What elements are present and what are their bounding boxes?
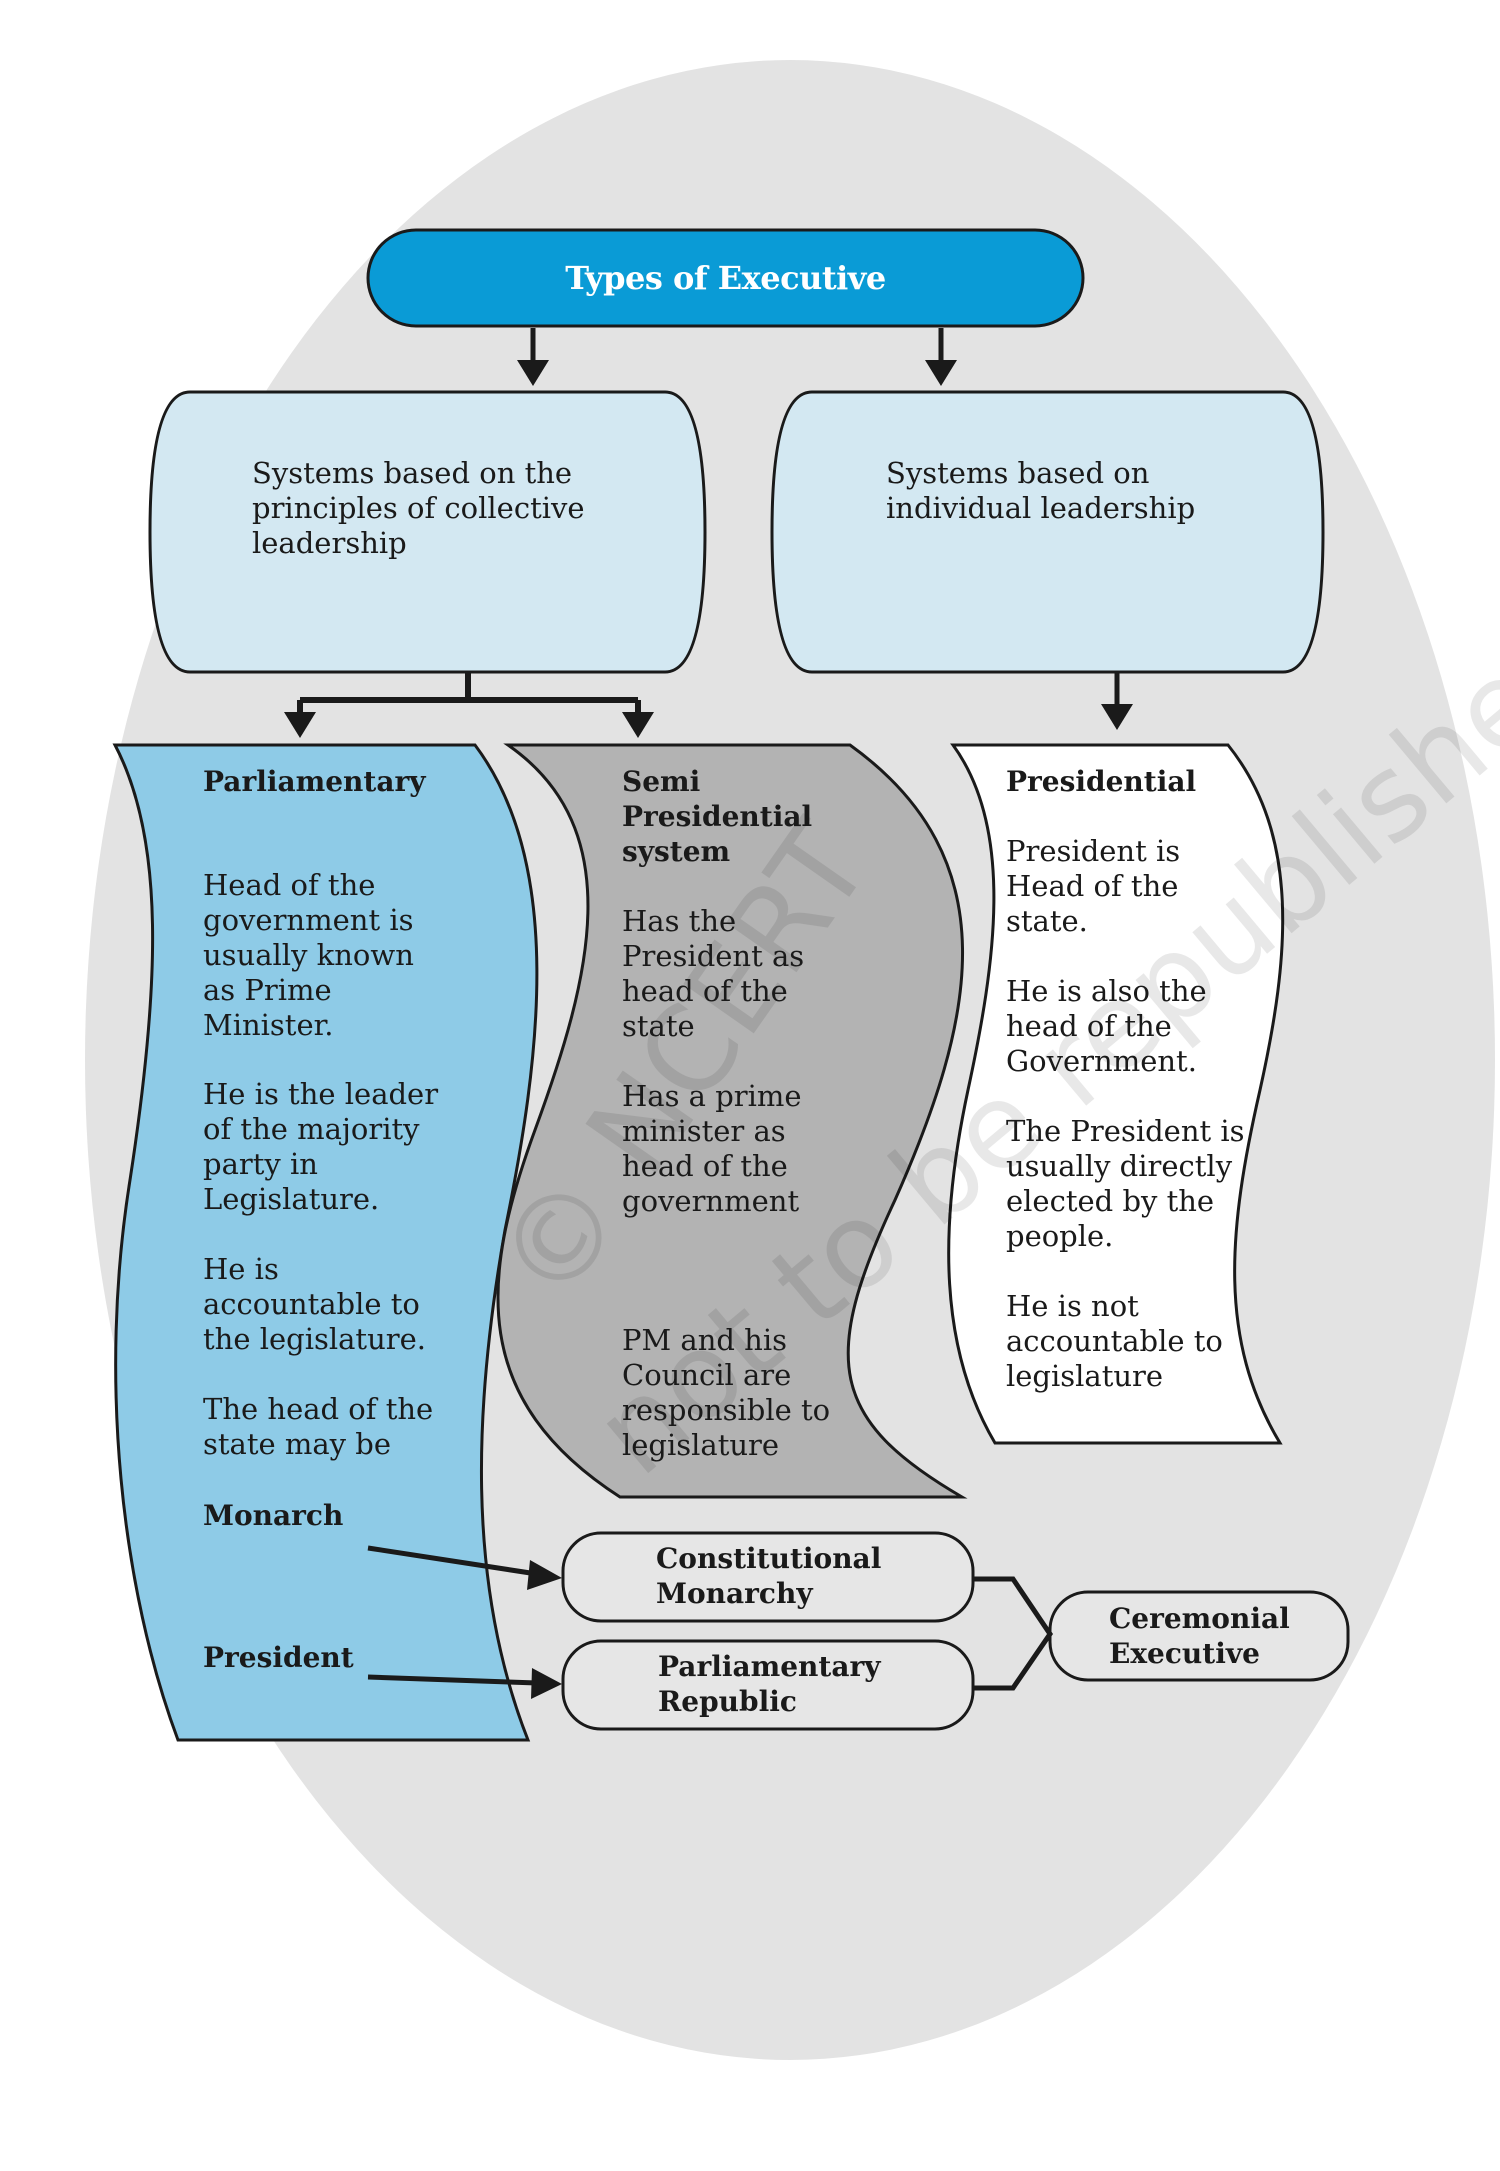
parliamentary-republic-label: Parliamentary Republic bbox=[658, 1650, 881, 1718]
constitutional-monarchy-label: Constitutional Monarchy bbox=[656, 1542, 882, 1610]
presidential-point-3: The President is usually directly electe… bbox=[1006, 1114, 1245, 1253]
collective-leadership-box bbox=[148, 390, 707, 674]
parliamentary-panel bbox=[112, 743, 539, 1742]
parliamentary-heading: Parliamentary bbox=[203, 765, 426, 798]
semi-presidential-point-2: Has a prime minister as head of the gove… bbox=[622, 1079, 802, 1218]
title-box bbox=[366, 228, 1085, 328]
arrowhead-title-to-individual bbox=[925, 360, 957, 386]
arrowhead-to-presidential bbox=[1101, 704, 1133, 730]
bracket-to-ceremonial-executive bbox=[973, 1576, 1054, 1691]
parliamentary-point-2: He is the leader of the majority party i… bbox=[203, 1077, 439, 1216]
presidential-point-2: He is also the head of the Government. bbox=[1006, 974, 1207, 1078]
connector-collective-split bbox=[297, 672, 641, 720]
parliamentary-point-4: The head of the state may be bbox=[203, 1392, 434, 1461]
presidential-panel bbox=[947, 743, 1285, 1445]
presidential-point-1: President is Head of the state. bbox=[1006, 834, 1181, 938]
arrowhead-title-to-collective bbox=[517, 360, 549, 386]
arrow-president-to-parliamentary-republic bbox=[367, 1674, 538, 1686]
semi-presidential-point-3: PM and his Council are responsible to le… bbox=[622, 1323, 831, 1462]
arrowhead-parliamentary-republic bbox=[531, 1668, 562, 1699]
diagram-title: Types of Executive bbox=[565, 259, 886, 297]
monarch-label: Monarch bbox=[203, 1499, 344, 1532]
arrowhead-to-semi-presidential bbox=[622, 712, 654, 738]
collective-leadership-label: Systems based on the principles of colle… bbox=[252, 456, 585, 560]
president-label: President bbox=[203, 1641, 354, 1674]
presidential-heading: Presidential bbox=[1006, 765, 1197, 798]
semi-presidential-point-1: Has the President as head of the state bbox=[622, 904, 805, 1043]
left-page-edge bbox=[0, 0, 72, 2171]
semi-presidential-panel bbox=[496, 743, 968, 1499]
arrowhead-constitutional-monarchy bbox=[527, 1560, 562, 1590]
parliamentary-republic-box bbox=[561, 1639, 975, 1731]
individual-leadership-label: Systems based on individual leadership bbox=[886, 456, 1196, 525]
arrowhead-to-parliamentary bbox=[284, 712, 316, 738]
individual-leadership-box bbox=[770, 390, 1325, 674]
parliamentary-point-1: Head of the government is usually known … bbox=[203, 868, 414, 1042]
parliamentary-point-3: He is accountable to the legislature. bbox=[203, 1252, 427, 1356]
semi-presidential-heading: Semi Presidential system bbox=[622, 765, 813, 868]
arrow-monarch-to-constitutional-monarchy bbox=[367, 1545, 538, 1577]
ceremonial-executive-label: Ceremonial Executive bbox=[1109, 1602, 1290, 1670]
presidential-point-4: He is not accountable to legislature bbox=[1006, 1289, 1223, 1393]
